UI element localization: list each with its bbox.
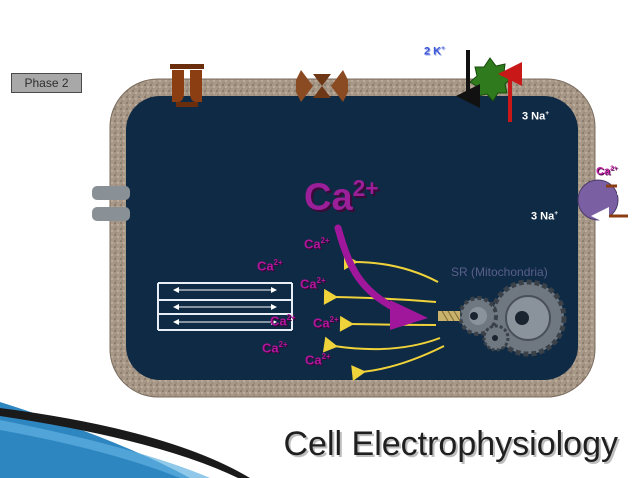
ca-label-7: Ca2+ [305, 352, 331, 368]
bowtie-channel [296, 70, 348, 102]
ca-label-6: Ca2+ [262, 340, 288, 356]
phase-label: Phase 2 [11, 73, 82, 93]
ca-label-3: Ca2+ [300, 276, 326, 292]
pump-na-label: 3 Na+ [522, 110, 550, 123]
myofilaments [157, 282, 293, 331]
na-ca-exchanger [577, 177, 635, 225]
ca-label-1: Ca2+ [304, 236, 330, 252]
ca-label-5: Ca2+ [313, 315, 339, 331]
exchanger-na-label: 3 Na+ [531, 210, 559, 223]
na-k-pump [456, 50, 522, 122]
l-type-channel [170, 64, 204, 107]
sr-mitochondria [438, 279, 567, 357]
sr-label: SR (Mitochondria) [451, 265, 548, 279]
cicr-arrow [334, 224, 402, 314]
ca-label-4: Ca2+ [270, 313, 296, 329]
big-calcium-label: Ca2+ [304, 175, 379, 219]
cicr-arrowhead [390, 300, 428, 330]
pump-k-label: 2 K+ [424, 45, 445, 58]
ca-label-2: Ca2+ [257, 258, 283, 274]
slide-title: Cell Electrophysiology [283, 425, 619, 463]
exchanger-ca-label: Ca2+ [596, 165, 618, 178]
left-gray-channel [92, 186, 130, 221]
